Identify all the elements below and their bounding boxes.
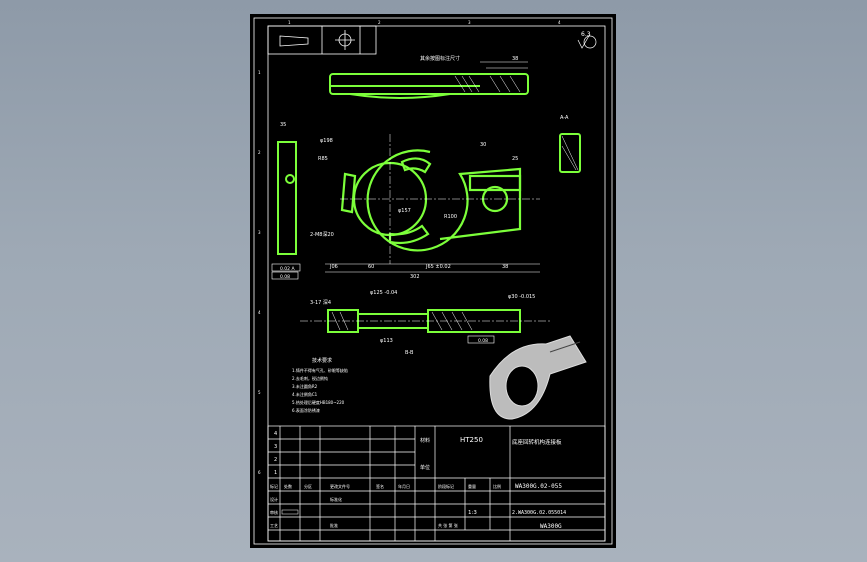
tb-h-doc: 更改文件号	[330, 483, 350, 489]
tb-part-name: 底座回转机构连接板	[512, 438, 562, 446]
tb-h-sign: 签名	[376, 483, 384, 489]
dim-3-17: 3-17 深4	[310, 299, 331, 306]
roughness-icon	[577, 33, 597, 49]
dim-phi157: φ157	[398, 208, 411, 214]
dim-302: 302	[410, 274, 420, 280]
outer-frame	[253, 17, 613, 545]
frame-num-left-2: 2	[258, 150, 261, 155]
tolerance-frame-1	[271, 263, 301, 280]
cone-symbol-icon	[279, 35, 309, 47]
dim-top-38: 38	[512, 56, 518, 62]
tb-label-check: 审核	[270, 509, 278, 515]
dim-60: 60	[368, 264, 374, 270]
dim-30: 30	[480, 142, 486, 148]
dim-r85: R85	[318, 156, 328, 162]
tb-h-date: 年月日	[398, 483, 410, 489]
dim-35: 35	[280, 122, 286, 128]
dim-phi198: φ198	[320, 138, 333, 144]
tb-stamp-box	[281, 509, 299, 515]
dim-phi30: φ30 -0.015	[508, 294, 535, 300]
tb-label-stage: 阶段标记	[438, 483, 454, 489]
note-2: 2.去毛刺，锐边倒钝	[292, 375, 328, 381]
top-view-part	[329, 73, 529, 99]
tb-material: HT250	[460, 436, 483, 444]
section-a-title: A-A	[560, 115, 569, 121]
top-view-hatch	[454, 61, 528, 93]
drawing-sheet: 1 2 3 4 1 2 3 4 5 6 6.3 其余按图标注尺寸 38 A-A	[250, 14, 616, 548]
dim-106: J06	[329, 264, 338, 270]
front-view-centerlines	[325, 134, 540, 273]
tb-file-no: 2.WA300G.02.055014	[512, 510, 566, 516]
frame-num-left-1: 1	[258, 70, 261, 75]
dim-65: J65 ±0.02	[425, 264, 451, 270]
frame-num-left-5: 5	[258, 390, 261, 395]
frame-num-left-4: 4	[258, 310, 261, 315]
note-4: 4.未注倒角C1	[292, 391, 318, 397]
frame-num-top-2: 2	[378, 20, 381, 25]
tb-product: WA300G	[540, 523, 562, 530]
hole-note: 2-M8深20	[310, 231, 334, 238]
section-b-title: B-B	[405, 350, 414, 356]
note-3: 3.未注圆角R2	[292, 383, 318, 389]
tol-008b: 0.08	[478, 338, 488, 344]
tb-row-3: 3	[274, 444, 277, 450]
section-b-hatch	[300, 311, 550, 331]
note-6: 6.表面涂防锈漆	[292, 407, 320, 413]
tb-h-zone: 分区	[304, 483, 312, 489]
dim-r100: R100	[444, 214, 457, 220]
dim-25: 25	[512, 156, 518, 162]
tb-h-count: 处数	[284, 483, 292, 489]
note-5: 5.热处理后硬度HB180~220	[292, 399, 345, 405]
tb-label-approve: 批准	[330, 522, 338, 528]
frame-num-left-6: 6	[258, 470, 261, 475]
roughness-value: 6.3	[581, 31, 591, 38]
tb-h-mark: 标记	[270, 483, 278, 489]
note-1: 1.铸件不得有气孔、砂眼等缺陷	[292, 367, 348, 373]
tb-label-std: 标准化	[330, 496, 342, 502]
dim-phi113: φ113	[380, 338, 393, 344]
tb-scale: 1:3	[468, 510, 477, 516]
cad-drawing: 1 2 3 4 1 2 3 4 5 6 6.3 其余按图标注尺寸 38 A-A	[253, 17, 613, 545]
isometric-view	[489, 335, 587, 420]
tb-label-ratio: 比例	[493, 483, 501, 489]
tb-label-material: 材料	[420, 437, 430, 444]
tolerance-frame-2	[467, 335, 495, 344]
front-view-part	[340, 149, 522, 252]
inner-frame	[267, 25, 606, 542]
dim-38b: 38	[502, 264, 508, 270]
tb-row-2: 2	[274, 457, 277, 463]
top-view-note: 其余按图标注尺寸	[420, 55, 460, 62]
tb-label-design: 设计	[270, 496, 278, 502]
dim-phi125: φ125 -0.04	[370, 290, 397, 296]
tb-label-process: 工艺	[270, 523, 278, 528]
tol-008: 0.08	[280, 274, 290, 280]
frame-num-top-3: 3	[468, 20, 471, 25]
tb-drawing-no: WA300G.02-055	[515, 483, 562, 490]
title-block-grid	[267, 425, 606, 542]
frame-num-top-1: 1	[288, 20, 291, 25]
frame-num-left-3: 3	[258, 230, 261, 235]
tb-row-1: 1	[274, 470, 277, 476]
tb-label-sheets: 共 张 第 张	[438, 522, 458, 528]
tol-002a: 0.02 A	[280, 266, 295, 272]
side-view-part	[277, 141, 297, 255]
section-a-part	[559, 133, 581, 173]
tb-label-weight: 重量	[468, 483, 476, 489]
notes-title: 技术要求	[312, 357, 332, 364]
frame-num-top-4: 4	[558, 20, 561, 25]
tb-label-unit: 单位	[420, 464, 430, 471]
tb-row-4: 4	[274, 431, 277, 437]
